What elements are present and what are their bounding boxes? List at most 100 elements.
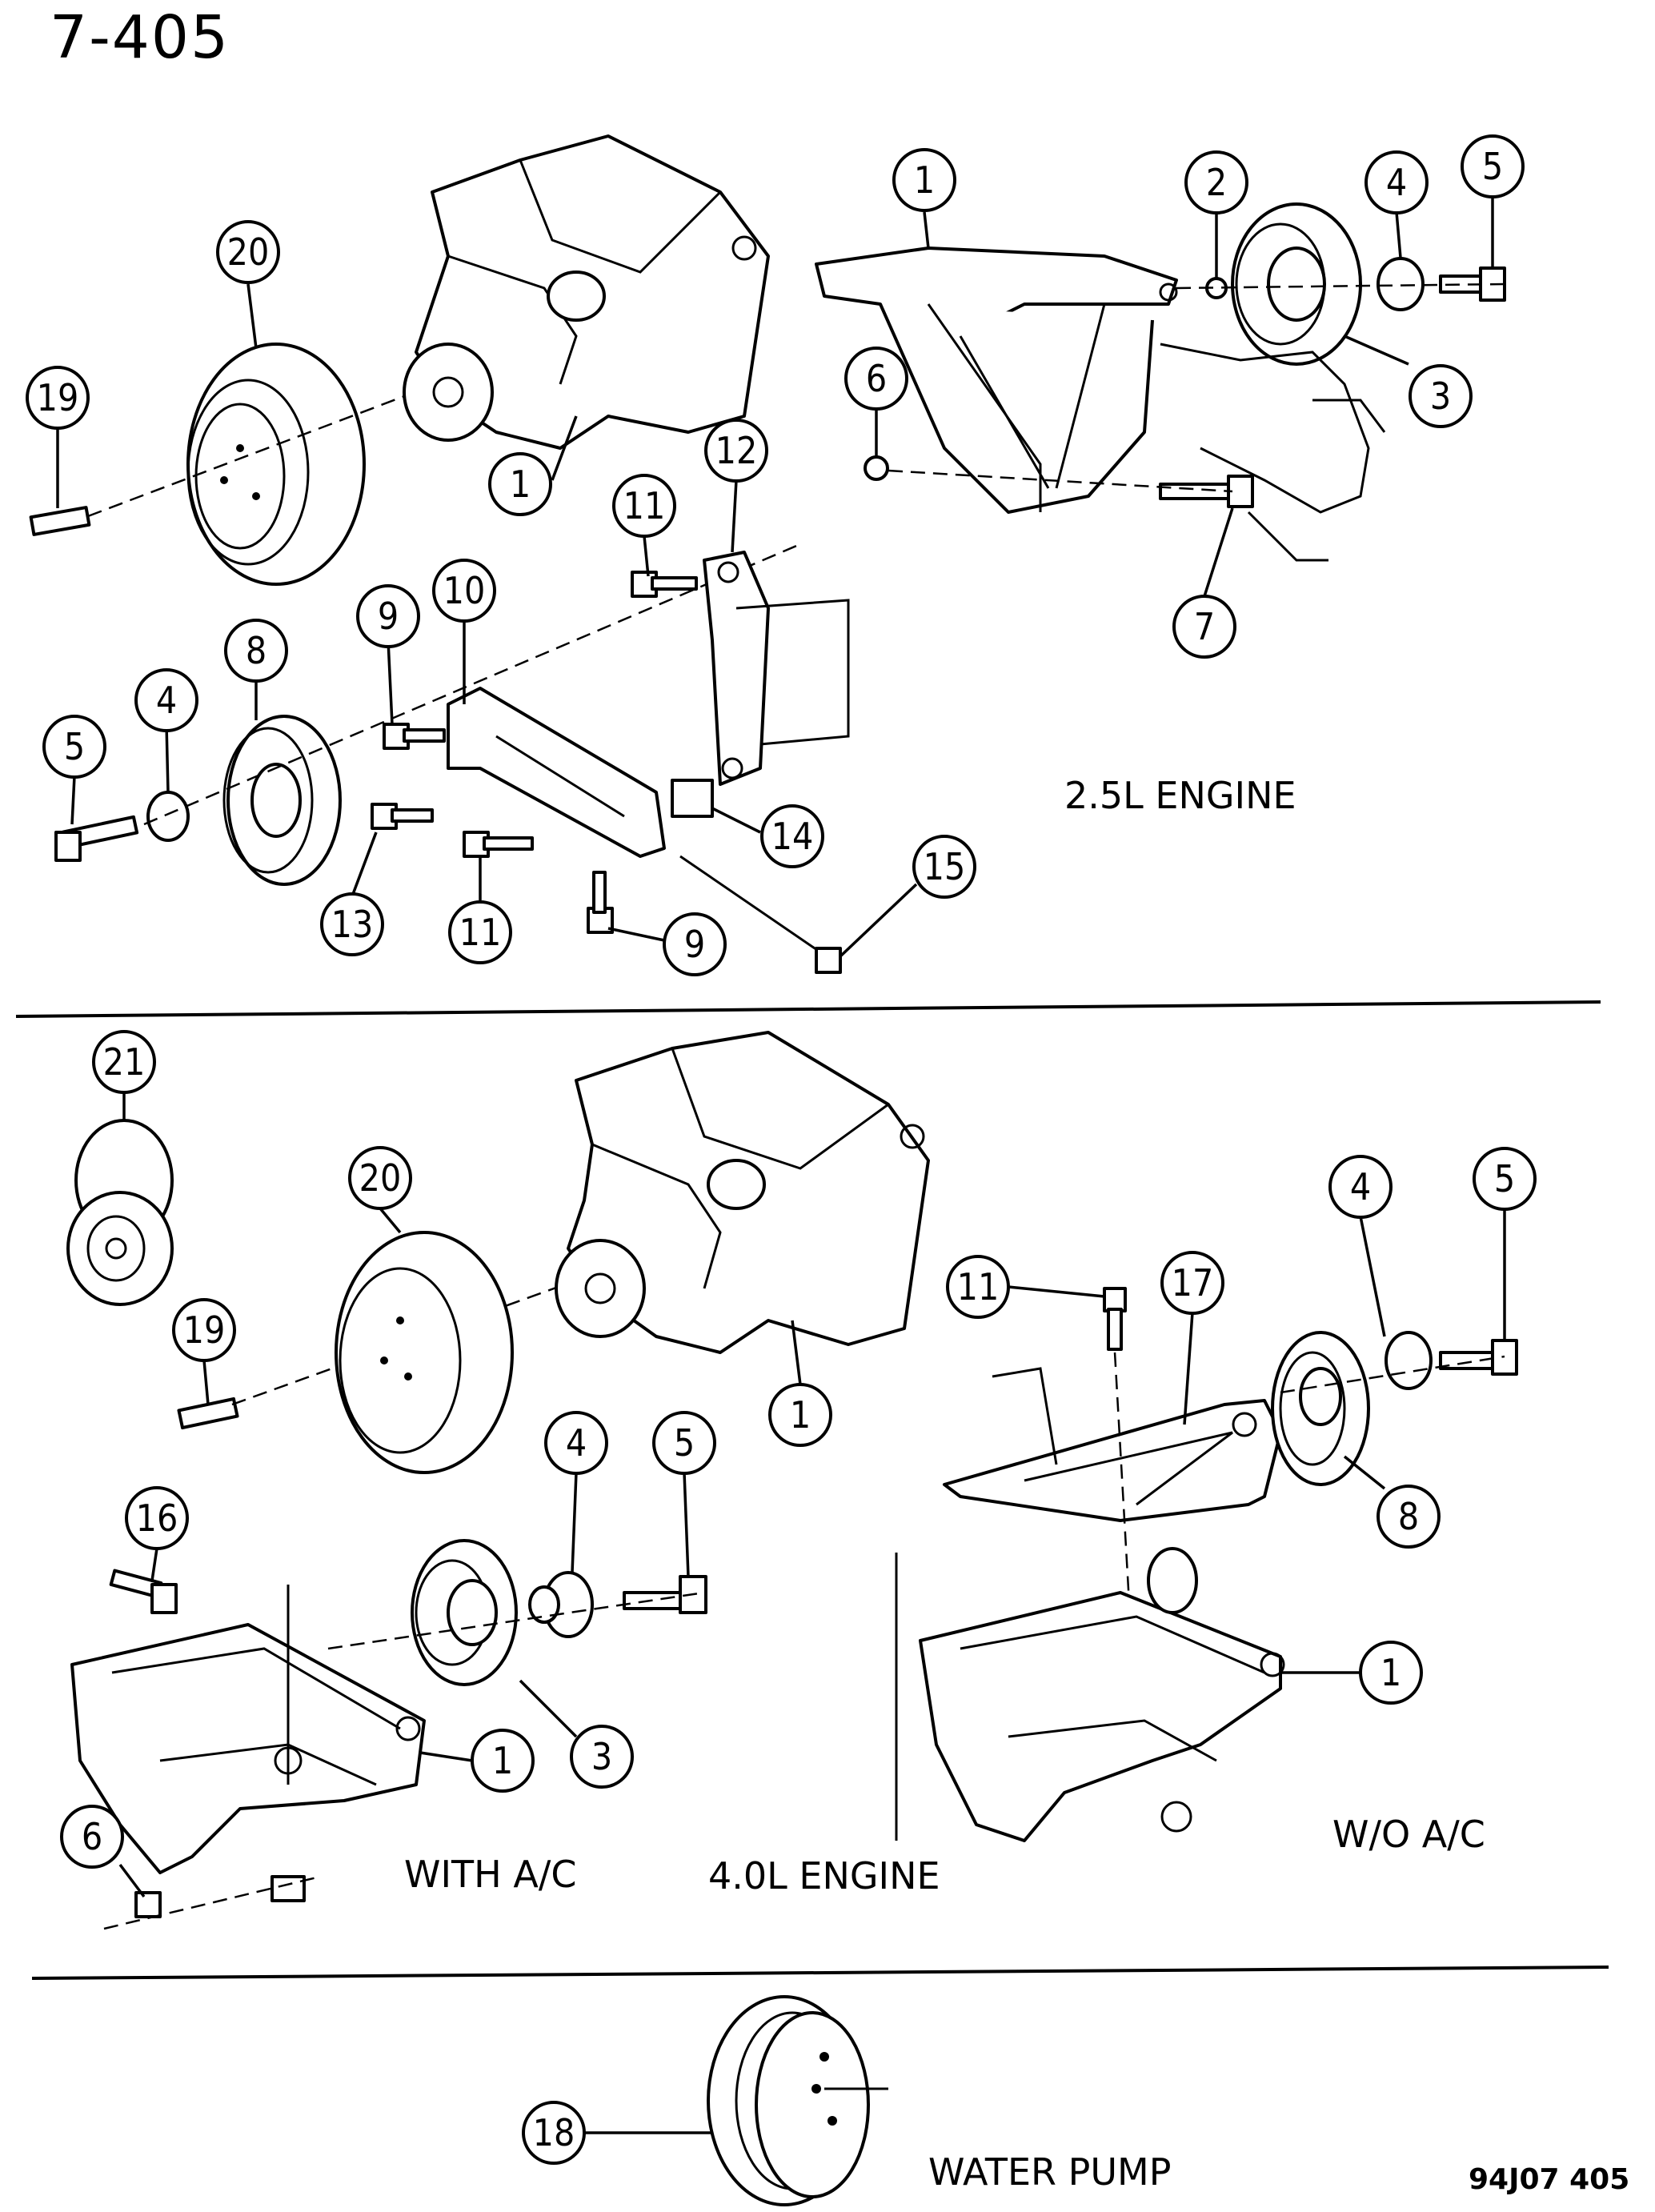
pulley-20-top (186, 343, 366, 586)
idler-pulley-21 (66, 1119, 174, 1306)
bracket-12 (703, 551, 770, 786)
callout-top-left-9a: 9 (356, 584, 420, 648)
bracket-1-with-ac (70, 1623, 426, 1874)
svg-text:11: 11 (459, 911, 502, 954)
callout-mid-right-11: 11 (946, 1255, 1010, 1319)
bracket-10 (447, 687, 666, 858)
svg-text:16: 16 (136, 1497, 178, 1540)
svg-text:21: 21 (103, 1040, 146, 1084)
callout-top-left-9b: 9 (663, 912, 727, 976)
svg-text:12: 12 (715, 429, 758, 472)
callout-top-right-2: 2 (1184, 150, 1248, 214)
callout-top-left-14: 14 (760, 804, 824, 868)
callout-top-right-4: 4 (1364, 150, 1429, 214)
svg-text:11: 11 (957, 1265, 1000, 1308)
stud-19-top (29, 506, 91, 536)
rod-15 (679, 855, 842, 974)
callout-mid-left-6: 6 (60, 1805, 124, 1869)
callout-top-right-6: 6 (844, 347, 908, 411)
svg-text:14: 14 (771, 815, 814, 858)
svg-text:1: 1 (914, 158, 935, 202)
callout-top-left-11a: 11 (612, 474, 676, 538)
callout-mid-left-1: 1 (768, 1383, 832, 1447)
callout-top-left-19: 19 (26, 366, 90, 430)
label-4-0l-engine: 4.0L ENGINE (708, 1854, 940, 1897)
bolt-5-top (54, 815, 139, 862)
callout-top-right-3: 3 (1409, 364, 1473, 428)
svg-text:1: 1 (510, 463, 531, 506)
callout-top-left-4: 4 (134, 668, 198, 732)
pulley-3-mid (411, 1539, 518, 1686)
callout-top-left-13: 13 (320, 892, 384, 956)
engine-block-25l (1160, 343, 1386, 562)
svg-text:18: 18 (533, 2111, 575, 2154)
svg-text:17: 17 (1172, 1261, 1214, 1304)
callout-mid-left-1b: 1 (471, 1729, 535, 1793)
drawing-code: 94J07 405 (1469, 2163, 1629, 2196)
callout-mid-left-19: 19 (172, 1298, 236, 1362)
water-pump-pulley-18 (707, 1995, 888, 2206)
svg-text:4: 4 (1386, 161, 1407, 204)
svg-text:5: 5 (64, 725, 85, 768)
callout-top-left-5: 5 (42, 715, 106, 779)
callout-mid-left-4: 4 (544, 1411, 608, 1475)
label-water-pump: WATER PUMP (928, 2150, 1171, 2194)
washer-4-bolt-5-w-o-ac (1385, 1331, 1518, 1390)
callout-mid-right-1: 1 (1359, 1641, 1423, 1705)
svg-text:1: 1 (790, 1393, 811, 1437)
svg-text:2: 2 (1206, 161, 1227, 204)
svg-text:4: 4 (156, 679, 177, 722)
callout-top-right-5: 5 (1461, 134, 1525, 198)
callout-mid-right-8: 8 (1376, 1485, 1441, 1549)
svg-text:5: 5 (1482, 145, 1503, 188)
pulley-20-mid (335, 1231, 514, 1474)
callout-mid-right-17: 17 (1160, 1251, 1224, 1315)
label-without-ac: W/O A/C (1332, 1813, 1485, 1856)
washer-6-bolt-7-25l (864, 455, 1254, 508)
callout-mid-right-5: 5 (1473, 1147, 1537, 1211)
svg-text:7: 7 (1194, 605, 1215, 648)
svg-text:13: 13 (331, 903, 374, 946)
callout-top-left-1: 1 (488, 452, 552, 516)
callout-mid-left-20: 20 (348, 1146, 412, 1210)
clip-14 (671, 779, 714, 818)
svg-text:3: 3 (591, 1735, 612, 1778)
callout-top-left-10: 10 (432, 559, 496, 623)
svg-text:8: 8 (1398, 1495, 1419, 1538)
svg-text:10: 10 (443, 569, 486, 612)
svg-text:20: 20 (359, 1156, 402, 1200)
bracket-1-25l (815, 246, 1178, 514)
callout-top-left-12: 12 (704, 419, 768, 483)
pulley-3-25l (1231, 202, 1362, 366)
bolt-11-mid (1103, 1287, 1127, 1351)
svg-text:1: 1 (1381, 1651, 1401, 1694)
callout-top-left-8: 8 (224, 619, 288, 683)
svg-text:19: 19 (37, 376, 79, 419)
svg-text:20: 20 (227, 230, 270, 274)
svg-text:6: 6 (866, 357, 887, 400)
page-number: 7-405 (50, 3, 230, 72)
callout-mid-left-3: 3 (570, 1725, 634, 1789)
callout-mid-left-16: 16 (125, 1486, 189, 1550)
callout-top-left-11b: 11 (448, 900, 512, 964)
svg-text:1: 1 (492, 1739, 513, 1782)
bracket-1-top (403, 134, 770, 450)
pulley-8-top (222, 715, 342, 886)
svg-text:11: 11 (623, 484, 666, 527)
bracket-1-w-o-ac (919, 1547, 1285, 1842)
svg-text:4: 4 (1350, 1165, 1371, 1208)
callout-mid-left-5: 5 (652, 1411, 716, 1475)
svg-text:5: 5 (1494, 1157, 1515, 1200)
callout-bottom-18: 18 (522, 2101, 586, 2165)
svg-text:3: 3 (1430, 375, 1451, 418)
callout-top-right-7: 7 (1172, 595, 1236, 659)
bracket-17 (943, 1399, 1282, 1522)
svg-text:9: 9 (684, 923, 705, 966)
svg-text:19: 19 (183, 1308, 226, 1352)
bracket-1-mid (555, 1031, 930, 1354)
washer-4-top (146, 791, 190, 842)
bolt-6-mid (134, 1875, 306, 1918)
label-2-5l-engine: 2.5L ENGINE (1064, 774, 1296, 817)
bolts-9-11-13-top (371, 571, 698, 934)
